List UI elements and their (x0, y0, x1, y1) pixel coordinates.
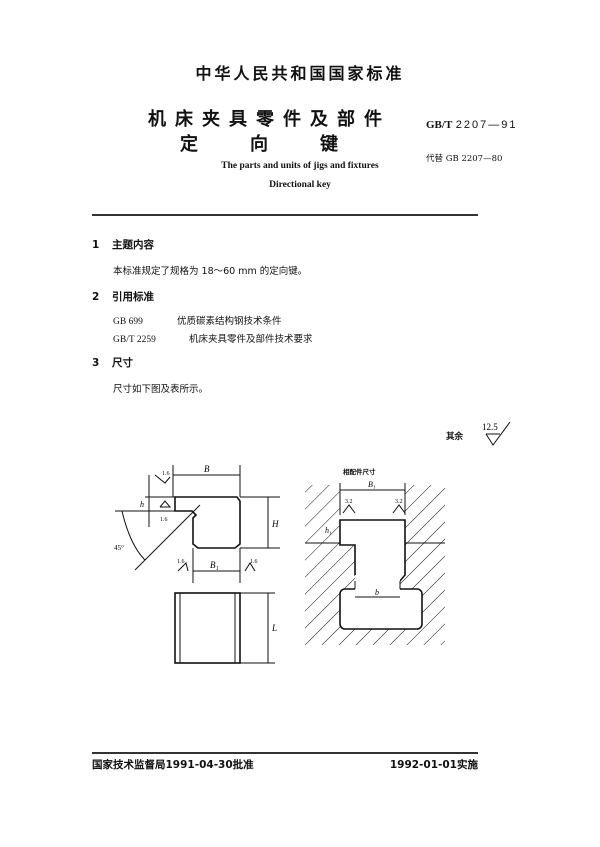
title-char-1: 定 (180, 134, 198, 155)
standard-prefix: GB/T (426, 119, 453, 131)
section-3-text: 尺寸如下图及表所示。 (113, 384, 209, 395)
svg-text:3.2: 3.2 (345, 499, 353, 505)
title-english-line2: Directional key (269, 180, 331, 190)
svg-text:12.5: 12.5 (482, 422, 498, 432)
national-standard-heading: 中华人民共和国国家标准 (195, 64, 405, 83)
replaces-standard: 代替 GB 2207—80 (426, 154, 503, 164)
standard-code: 2207—91 (455, 119, 518, 131)
mating-parts-drawing: B₁ h₁ b 3.2 3.2 (305, 480, 445, 645)
svg-text:1.6: 1.6 (162, 471, 170, 477)
title-char-2: 向 (250, 134, 268, 155)
roughness-rest-label: 其余 (446, 432, 464, 442)
svg-text:B: B (204, 464, 210, 474)
title-char-3: 键 (320, 134, 338, 155)
key-section-drawing: B H h B₁ 45° L 1.6 1.6 1.6 1.6 (114, 464, 280, 664)
svg-text:h₁: h₁ (325, 526, 332, 535)
roughness-symbol-icon: 12.5 (482, 421, 511, 446)
standard-number: GB/T 2207—91 (426, 118, 518, 131)
svg-text:1.6: 1.6 (250, 559, 258, 565)
svg-text:h: h (140, 500, 144, 509)
svg-text:3.2: 3.2 (395, 499, 403, 505)
svg-text:1.6: 1.6 (177, 559, 185, 565)
title-chinese-line1: 机床夹具零件及部件 (148, 109, 391, 130)
footer-divider (92, 752, 478, 754)
approval-date: 国家技术监督局1991-04-30批准 (92, 759, 254, 771)
header-divider (92, 214, 478, 216)
svg-text:B₁: B₁ (210, 560, 219, 570)
svg-text:1.6: 1.6 (160, 517, 168, 523)
svg-text:H: H (271, 519, 279, 529)
svg-text:b: b (375, 588, 379, 597)
section-1-text: 本标准规定了规格为 18～60 mm 的定向键。 (113, 266, 308, 277)
mating-part-caption: 相配件尺寸 (343, 468, 376, 476)
svg-text:45°: 45° (114, 544, 124, 552)
title-english-line1: The parts and units of jigs and fixtures (221, 161, 379, 171)
implementation-date: 1992-01-01实施 (389, 759, 478, 771)
svg-text:L: L (271, 623, 277, 633)
svg-text:B₁: B₁ (368, 480, 376, 489)
